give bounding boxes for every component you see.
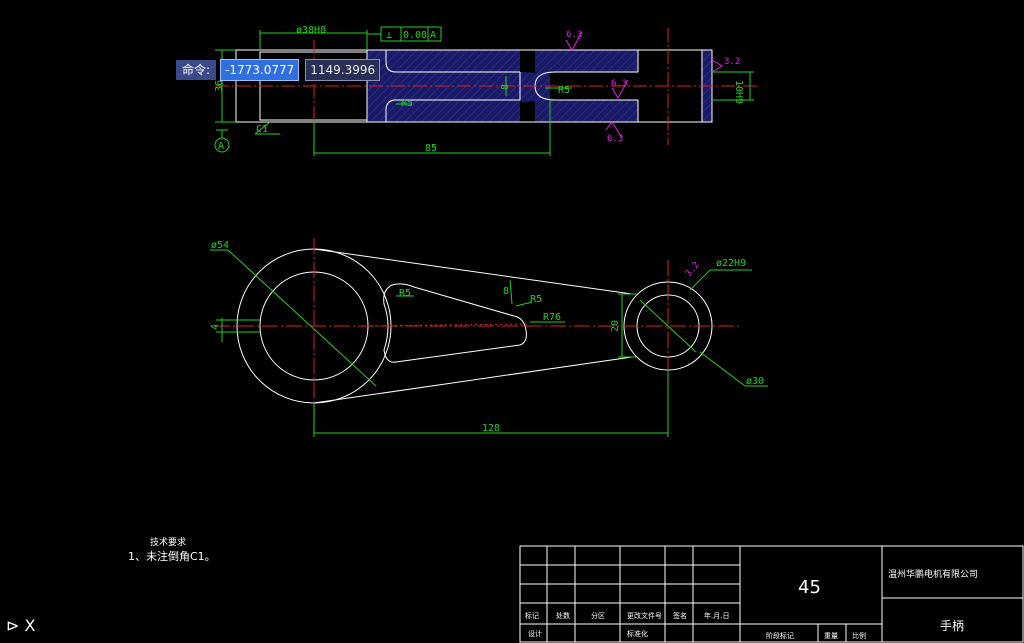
roughness-3: 6.3 bbox=[607, 134, 623, 144]
ucs-icon: ⊳ X bbox=[6, 616, 35, 635]
bottom-label-3: 阶段标记 bbox=[766, 631, 794, 640]
tech-item-1: 1、未注倒角C1。 bbox=[128, 550, 216, 563]
dim-bore: ø38H8 bbox=[296, 25, 326, 36]
roughness-1: 6.3 bbox=[566, 30, 582, 40]
bottom-label-1: 设计 bbox=[528, 629, 542, 638]
dim-r5-right: R5 bbox=[558, 85, 570, 96]
row-label-5: 签名 bbox=[673, 611, 687, 620]
ucs-x-label: X bbox=[24, 616, 36, 635]
top-section-view: ø38H8 ⊥ 0.08 A 36 R5 8 R5 85 C1 10H9 A 6… bbox=[214, 25, 760, 156]
row-label-2: 处数 bbox=[556, 611, 570, 620]
section-hatch-right bbox=[535, 50, 638, 122]
tech-title: 技术要求 bbox=[150, 538, 187, 548]
front-view: ø54 R5 8 R5 R76 ø22H9 20 4 ø30 128 3.2 bbox=[210, 238, 768, 437]
dim-r5-a: R5 bbox=[399, 288, 411, 299]
company-name: 温州华鹏电机有限公司 bbox=[888, 568, 978, 580]
dim-slot-width: 10H9 bbox=[733, 80, 744, 104]
command-tooltip: 命令: -1773.0777 1149.3996 bbox=[176, 59, 381, 81]
row-label-1: 标记 bbox=[525, 611, 539, 620]
dim-small-3-2: 3.2 bbox=[684, 260, 702, 279]
part-name: 手柄 bbox=[940, 619, 964, 633]
dim-d30: ø30 bbox=[746, 376, 764, 387]
dim-d54: ø54 bbox=[211, 240, 229, 251]
row-label-6: 年.月.日 bbox=[704, 611, 729, 620]
dim-4: 4 bbox=[210, 324, 221, 330]
roughness-2: 6.3 bbox=[611, 79, 627, 89]
tolerance-datum: A bbox=[430, 30, 436, 41]
bottom-label-2: 标准化 bbox=[627, 629, 648, 638]
ucs-arrow-icon: ⊳ bbox=[6, 616, 20, 635]
tolerance-value: 0.08 bbox=[403, 30, 427, 41]
dim-d22: ø22H9 bbox=[716, 258, 746, 269]
roughness-4: 3.2 bbox=[724, 57, 740, 67]
command-label: 命令: bbox=[176, 60, 217, 80]
material-value: 45 bbox=[798, 577, 821, 598]
y-coordinate-input[interactable]: 1149.3996 bbox=[305, 59, 381, 81]
lightening-slot bbox=[383, 283, 527, 363]
dim-8: 8 bbox=[503, 286, 509, 297]
flatness-symbol: ⊥ bbox=[386, 30, 392, 41]
title-block bbox=[519, 545, 1024, 643]
technical-requirements: 技术要求 1、未注倒角C1。 bbox=[128, 536, 216, 564]
dim-128: 128 bbox=[482, 423, 500, 434]
row-label-3: 分区 bbox=[591, 611, 605, 620]
dim-r5-b: R5 bbox=[530, 294, 542, 305]
dim-height: 36 bbox=[214, 80, 225, 92]
row-label-4: 更改文件号 bbox=[627, 611, 662, 620]
dim-20: 20 bbox=[610, 320, 621, 332]
dim-r5-left: R5 bbox=[401, 98, 413, 109]
dim-chamfer: C1 bbox=[256, 124, 268, 135]
datum-a-marker: A bbox=[218, 141, 224, 152]
bottom-label-5: 比例 bbox=[852, 631, 866, 640]
dim-r76: R76 bbox=[543, 312, 561, 323]
bottom-label-4: 重量 bbox=[824, 632, 838, 640]
dim-length-85: 85 bbox=[425, 143, 437, 154]
dim-slot: 8 bbox=[500, 84, 511, 90]
x-coordinate-input[interactable]: -1773.0777 bbox=[220, 59, 300, 81]
